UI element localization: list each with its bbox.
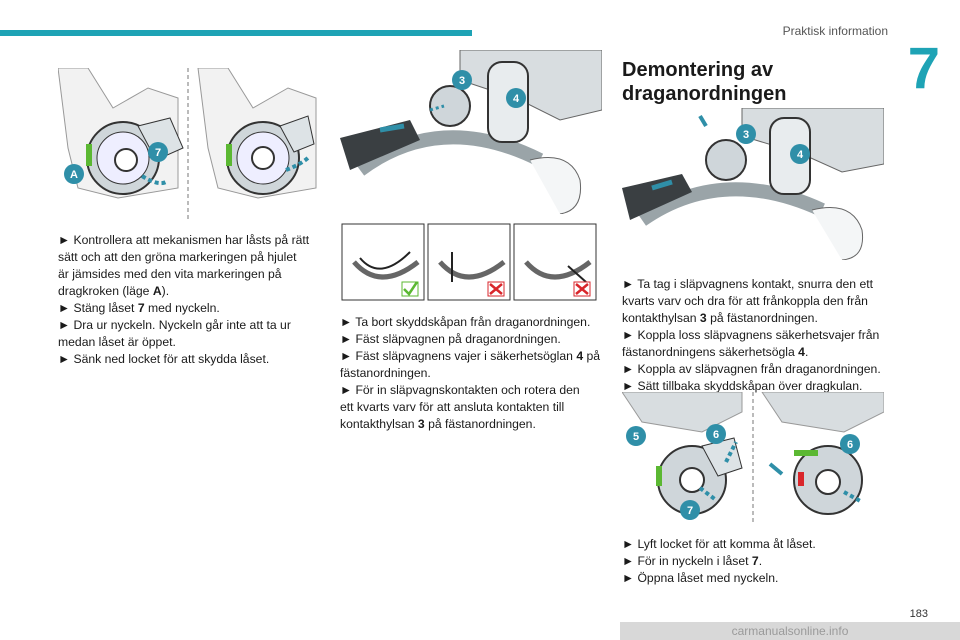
section-title: Praktisk information	[782, 24, 888, 38]
callout-4-label: 4	[513, 93, 520, 105]
header-accent-bar	[0, 30, 472, 36]
callout-4-label: 4	[797, 149, 804, 161]
instruction-line: ► Stäng låset 7 med nyckeln.	[58, 301, 220, 315]
instruction-line: ► Fäst släpvagnens vajer i säkerhetsögla…	[340, 349, 601, 363]
lock-right-illustration	[197, 68, 317, 199]
instruction-line: ► För in släpvagnskontakten och rotera d…	[340, 383, 580, 397]
column-2-text: ► Ta bort skyddskåpan från draganordning…	[340, 314, 608, 433]
instruction-line: fästanordningen.	[340, 366, 431, 380]
callout-6	[706, 424, 726, 444]
lock-figure: A 7	[58, 68, 317, 220]
callout-a-label: A	[70, 169, 78, 181]
unlock-right-illustration	[761, 392, 884, 515]
callout-4	[790, 144, 810, 164]
cross-icon	[575, 283, 589, 295]
instruction-line: sätt och att den gröna markeringen på hj…	[58, 250, 297, 264]
callout-5	[626, 426, 646, 446]
instruction-line: medan låset är öppet.	[58, 335, 176, 349]
instruction-line: ► Fäst släpvagnen på draganordningen.	[340, 332, 561, 346]
instruction-line: kontakthylsan 3 på fästanordningen.	[622, 311, 818, 325]
cable-routing-panels	[341, 223, 597, 301]
callout-7-label: 7	[687, 505, 693, 517]
column-3-text: ► Ta tag i släpvagnens kontakt, snurra d…	[622, 276, 890, 395]
instruction-line: dragkroken (läge A).	[58, 284, 170, 298]
instruction-line: ► Lyft locket för att komma åt låset.	[622, 537, 816, 551]
instruction-line: ► Koppla loss släpvagnens säkerhetsvajer…	[622, 328, 880, 342]
instruction-line: ► Sänk ned locket för att skydda låset.	[58, 352, 270, 366]
panel-wrong-1	[427, 223, 511, 301]
callout-5-label: 5	[633, 431, 639, 443]
instruction-line: är jämsides med den vita markeringen på	[58, 267, 282, 281]
checkmark-icon	[403, 281, 419, 296]
callout-7	[680, 500, 700, 520]
instruction-line: ► Öppna låset med nyckeln.	[622, 571, 779, 585]
disconnect-figure: 3 4	[622, 108, 884, 260]
callout-3	[452, 70, 472, 90]
instruction-line: ► Dra ur nyckeln. Nyckeln går inte att t…	[58, 318, 291, 332]
callout-7	[148, 142, 168, 162]
instruction-line: ► Koppla av släpvagnen från draganordnin…	[622, 362, 881, 376]
unlock-figure: 5 6 7 6	[622, 392, 884, 524]
instruction-line: ► Kontrollera att mekanismen har låsts p…	[58, 233, 310, 247]
callout-7-label: 7	[155, 147, 161, 159]
page-number: 183	[909, 608, 928, 620]
callout-3-label: 3	[743, 129, 749, 141]
instruction-line: fästanordningens säkerhetsögla 4.	[622, 345, 809, 359]
instruction-line: ► För in nyckeln i låset 7.	[622, 554, 763, 568]
column-3-text-end: ► Lyft locket för att komma åt låset. ► …	[622, 536, 890, 587]
callout-3	[736, 124, 756, 144]
chapter-number: 7	[907, 36, 940, 101]
instruction-line: kontakthylsan 3 på fästanordningen.	[340, 417, 536, 431]
instruction-line: ► Sätt tillbaka skyddskåpan över dragkul…	[622, 379, 863, 393]
callout-4	[506, 88, 526, 108]
instruction-line: ► Ta bort skyddskåpan från draganordning…	[340, 315, 591, 329]
towbar-connector-figure: 3 4	[340, 50, 602, 214]
callout-6-label: 6	[847, 439, 853, 451]
panel-wrong-2	[513, 223, 597, 301]
instruction-line: kvarts varv och dra för att frånkoppla d…	[622, 294, 868, 308]
cross-icon	[489, 283, 503, 295]
callout-6-label: 6	[713, 429, 719, 441]
instruction-line: ► Ta tag i släpvagnens kontakt, snurra d…	[622, 277, 873, 291]
instruction-line: ett kvarts varv för att ansluta kontakte…	[340, 400, 565, 414]
panel-correct	[341, 223, 425, 301]
callout-a	[64, 164, 84, 184]
watermark: carmanualsonline.info	[620, 622, 960, 640]
section-heading: Demontering av draganordningen	[622, 59, 787, 105]
column-1-text: ► Kontrollera att mekanismen har låsts p…	[58, 232, 320, 368]
unlock-left-illustration	[622, 392, 743, 515]
callout-3-label: 3	[459, 75, 465, 87]
callout-6	[840, 434, 860, 454]
